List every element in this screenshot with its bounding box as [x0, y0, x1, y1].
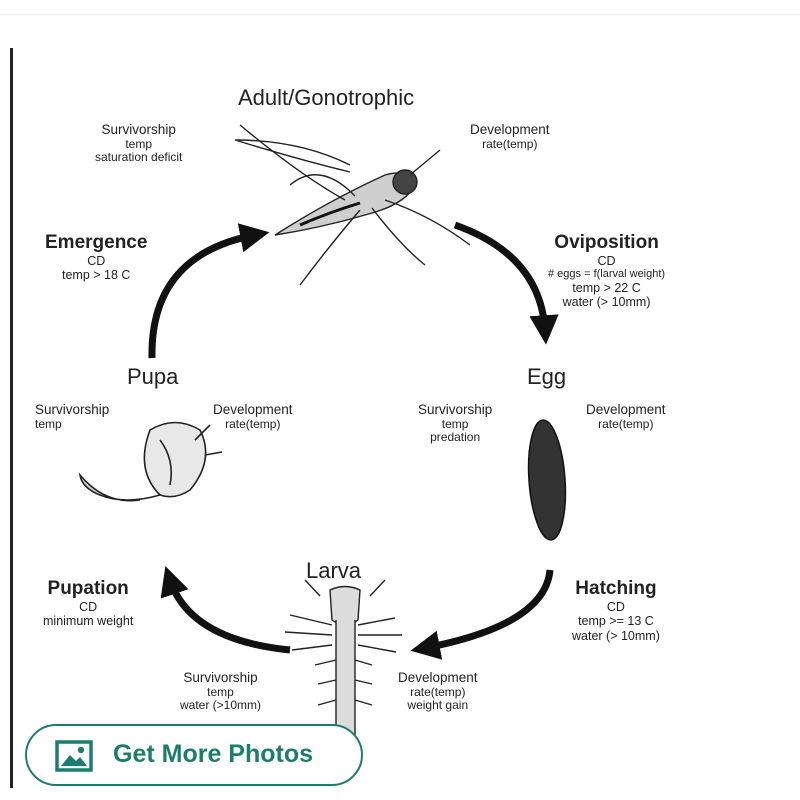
arrow-egg-to-larva [410, 569, 554, 660]
larva-survivorship: Survivorship temp water (>10mm) [180, 670, 261, 713]
arrow-pupa-to-adult [148, 223, 270, 359]
hatching-line: temp >= 13 C [578, 614, 654, 629]
stage-title-adult: Adult/Gonotrophic [238, 85, 415, 110]
larva-survivorship-line: temp [207, 684, 234, 699]
pupa-survivorship: Survivorship temp [35, 402, 109, 431]
pupation-line: CD [79, 599, 98, 614]
stage-title-larva: Larva [306, 558, 362, 583]
transition-hatching: Hatching CD temp >= 13 C water (> 10mm) [572, 578, 660, 643]
stage-title-egg: Egg [527, 364, 567, 389]
hatching-line: CD [606, 599, 625, 614]
emergence-line: CD [87, 253, 106, 268]
arrow-adult-to-egg [453, 221, 559, 345]
egg-development-heading: Development [586, 402, 666, 417]
oviposition-line: # eggs = f(larval weight) [548, 268, 666, 281]
egg-survivorship-heading: Survivorship [418, 402, 493, 417]
get-more-photos-button[interactable]: Get More Photos [25, 724, 363, 786]
pupa-icon [78, 421, 223, 502]
adult-survivorship-line: temp [125, 136, 153, 151]
transition-emergence: Emergence CD temp > 18 C [45, 232, 147, 283]
left-border [10, 48, 13, 788]
adult-survivorship: Survivorship temp saturation deficit [95, 122, 182, 165]
pupa-development-heading: Development [213, 402, 293, 417]
adult-development: Development rate(temp) [470, 122, 550, 151]
egg-survivorship-line: predation [430, 430, 481, 445]
emergence-title: Emergence [45, 232, 148, 253]
hatching-title: Hatching [575, 578, 657, 599]
pupa-survivorship-line: temp [35, 416, 62, 431]
pupation-line: minimum weight [43, 614, 134, 629]
oviposition-title: Oviposition [554, 232, 659, 253]
pupation-title: Pupation [47, 578, 129, 599]
transition-pupation: Pupation CD minimum weight [43, 578, 133, 629]
egg-development: Development rate(temp) [586, 402, 666, 431]
adult-development-line: rate(temp) [482, 136, 538, 151]
pupa-survivorship-heading: Survivorship [35, 402, 110, 417]
oviposition-line: CD [597, 253, 616, 268]
pupa-development: Development rate(temp) [213, 402, 293, 431]
image-frame [0, 14, 800, 800]
larva-survivorship-heading: Survivorship [183, 670, 258, 685]
adult-survivorship-heading: Survivorship [101, 122, 176, 137]
larva-development-line: rate(temp) [410, 684, 466, 699]
egg-development-line: rate(temp) [598, 416, 654, 431]
stage-title-pupa: Pupa [127, 364, 179, 389]
egg-survivorship-line: temp [441, 416, 469, 431]
adult-development-heading: Development [470, 122, 550, 137]
larva-icon [284, 579, 402, 741]
oviposition-line: temp > 22 C [572, 280, 641, 295]
emergence-line: temp > 18 C [62, 268, 131, 283]
transition-oviposition: Oviposition CD # eggs = f(larval weight)… [548, 232, 665, 310]
larva-survivorship-line: water (>10mm) [180, 698, 262, 713]
pupa-development-line: rate(temp) [225, 416, 281, 431]
arrow-larva-to-pupa [160, 566, 291, 654]
hatching-line: water (> 10mm) [572, 628, 660, 643]
oviposition-line: water (> 10mm) [562, 295, 651, 310]
larva-development: Development rate(temp) weight gain [398, 670, 478, 713]
image-icon [55, 740, 93, 772]
mosquito-icon [234, 124, 471, 286]
larva-development-line: weight gain [407, 698, 469, 713]
get-more-photos-label: Get More Photos [113, 740, 314, 768]
egg-survivorship: Survivorship temp predation [418, 402, 492, 445]
larva-development-heading: Development [398, 670, 478, 685]
egg-icon [527, 419, 567, 541]
adult-survivorship-line: saturation deficit [95, 150, 183, 165]
